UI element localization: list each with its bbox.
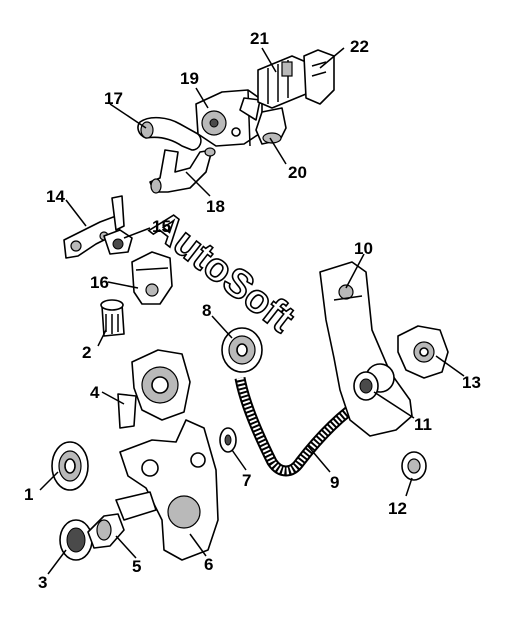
callout-9: 9 [330, 473, 339, 492]
callout-21: 21 [250, 29, 269, 48]
callout-7: 7 [242, 471, 251, 490]
callout-10: 10 [354, 239, 373, 258]
callout-18: 18 [206, 197, 225, 216]
callout-5: 5 [132, 557, 141, 576]
callout-16: 16 [90, 273, 109, 292]
callout-19: 19 [180, 69, 199, 88]
callout-6: 6 [204, 555, 213, 574]
callout-13: 13 [462, 373, 481, 392]
sensor-15 [103, 229, 133, 255]
timing-cover-6 [119, 419, 219, 561]
callout-20: 20 [288, 163, 307, 182]
callout-15: 15 [152, 217, 171, 236]
water-pipe-18 [149, 147, 216, 194]
drive-shaft-5 [87, 491, 157, 549]
callout-1: 1 [24, 485, 33, 504]
pump-body-16 [131, 251, 173, 305]
outlet-flange-20 [239, 97, 287, 145]
callout-12: 12 [388, 499, 407, 518]
callout-22: 22 [350, 37, 369, 56]
idler-roller-7 [219, 427, 237, 453]
leader-lines [39, 47, 465, 575]
callout-11: 11 [414, 415, 432, 434]
callout-2: 2 [82, 343, 91, 362]
oil-filter-2 [100, 299, 125, 337]
cover-plate-22 [303, 49, 335, 105]
callouts: 1 2 3 4 5 6 7 8 9 10 11 12 13 14 15 16 1… [24, 29, 481, 592]
heat-exchanger-21 [257, 55, 307, 109]
callout-17: 17 [104, 89, 123, 108]
timing-belt-9 [234, 376, 368, 477]
sprocket-3 [59, 519, 93, 561]
coolant-pipe-17 [137, 116, 202, 151]
callout-14: 14 [46, 187, 65, 206]
water-pump-4 [117, 349, 191, 429]
pulley-1 [51, 441, 89, 491]
camshaft-sprocket-8 [221, 327, 263, 373]
housing-13 [397, 325, 449, 379]
roller-12 [401, 451, 427, 481]
callout-8: 8 [202, 301, 211, 320]
callout-4: 4 [90, 383, 100, 402]
pipe-bracket-14 [63, 195, 125, 259]
callout-3: 3 [38, 573, 47, 592]
tensioner-11 [353, 371, 379, 401]
